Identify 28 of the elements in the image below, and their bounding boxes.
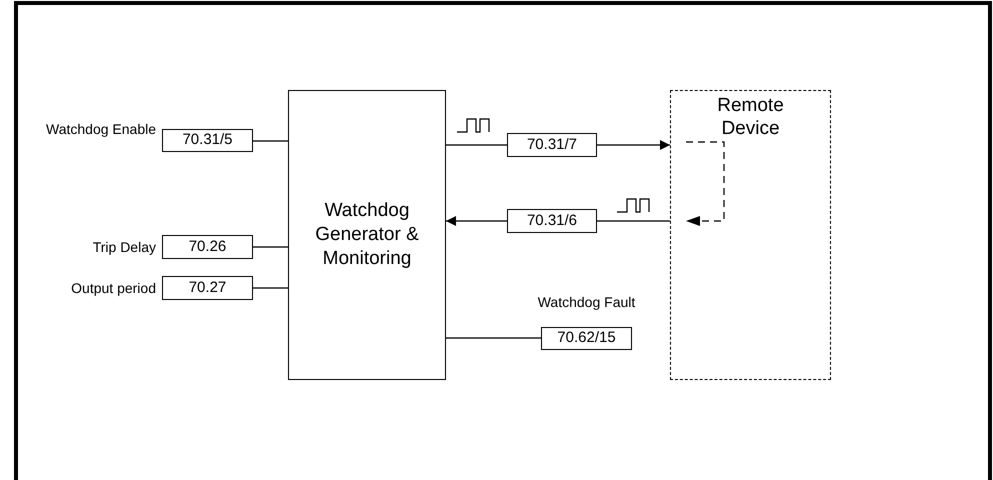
parameter-box: [507, 209, 597, 233]
connector-line: [253, 246, 288, 248]
parameter-number: 70.26: [188, 238, 226, 256]
block-title: Watchdog Generator & Monitoring: [314, 199, 420, 271]
parameter-number: 70.27: [188, 280, 226, 296]
block-title: Remote Device: [716, 95, 785, 141]
connector-line: [446, 144, 507, 146]
parameter-box: [162, 276, 253, 300]
connector-line: [253, 140, 288, 142]
arrow: [597, 140, 670, 150]
signal-label: Trip Delay: [92, 240, 156, 254]
process-block: [288, 90, 446, 380]
parameter-box: [507, 133, 597, 157]
connector-line: [446, 337, 541, 339]
signal-label: Watchdog Enable: [45, 124, 156, 136]
connector-line: [253, 287, 288, 289]
parameter-box: [162, 235, 253, 259]
arrow: [446, 216, 507, 226]
parameter-box: [162, 129, 253, 152]
parameter-number: 70.31/5: [182, 132, 233, 149]
parameter-box: [541, 327, 632, 350]
parameter-number: 70.62/15: [557, 330, 616, 347]
parameter-number: 70.31/6: [526, 212, 578, 230]
signal-label: Watchdog Fault: [536, 294, 636, 310]
signal-label: Output period: [70, 281, 156, 295]
remote-device-box: [670, 90, 831, 380]
connector-line: [597, 220, 670, 222]
parameter-number: 70.31/7: [526, 136, 578, 154]
